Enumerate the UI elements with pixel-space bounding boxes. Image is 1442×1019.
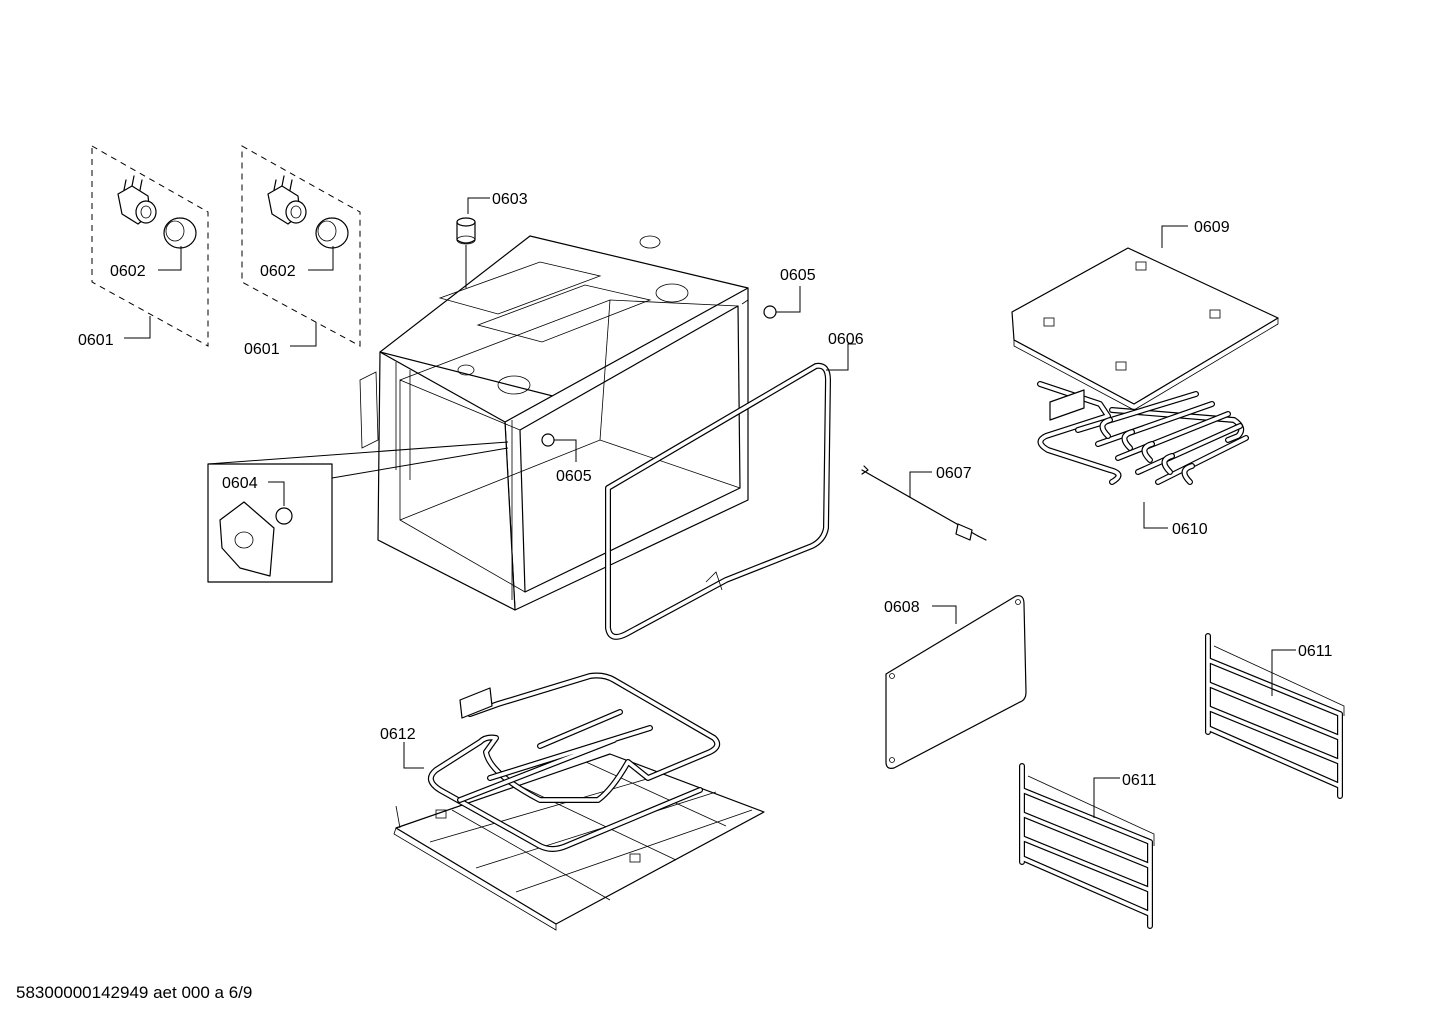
- plug-0605-front: [541, 433, 577, 462]
- top-plate-0609: [1011, 225, 1279, 411]
- lamp-socket-right: [267, 175, 307, 225]
- lamp-assembly-left: [91, 145, 209, 347]
- label-0605-front: 0605: [556, 468, 592, 485]
- label-0610: 0610: [1172, 521, 1208, 538]
- label-0611-top: 0611: [1298, 643, 1333, 660]
- oven-cavity: [359, 235, 749, 611]
- label-0602-right: 0602: [260, 263, 296, 280]
- label-0611-bottom: 0611: [1122, 772, 1157, 789]
- label-0607: 0607: [936, 465, 972, 482]
- label-0601-right: 0601: [244, 341, 280, 358]
- lamp-cover-left: [163, 217, 197, 249]
- document-reference: 58300000142949 aet 000 a 6/9: [16, 983, 252, 1002]
- label-0602-left: 0602: [110, 263, 146, 280]
- label-0603: 0603: [492, 191, 528, 208]
- bottom-heater-0612: [403, 672, 721, 852]
- lamp-cover-right: [315, 217, 349, 249]
- plug-0605-top: [763, 286, 801, 319]
- label-0606: 0606: [828, 331, 864, 348]
- lamp-socket-left: [117, 175, 157, 225]
- detail-box-0604: [207, 441, 509, 583]
- label-0612: 0612: [380, 726, 416, 743]
- label-0604: 0604: [222, 475, 258, 492]
- label-0609: 0609: [1194, 219, 1230, 236]
- grill-heater-0610: [1037, 381, 1249, 529]
- label-0605-top: 0605: [780, 267, 816, 284]
- glass-panel-0608: [885, 595, 1027, 769]
- lamp-assembly-right: [241, 145, 361, 347]
- sensor-0607: [861, 465, 987, 541]
- shelf-rack-0611-top: [1205, 633, 1345, 799]
- door-seal-0606: [605, 343, 856, 640]
- cavity-connector-0603: [456, 197, 490, 288]
- label-0601-left: 0601: [78, 332, 114, 349]
- label-0608: 0608: [884, 599, 920, 616]
- shelf-rack-0611-bottom: [1019, 763, 1155, 929]
